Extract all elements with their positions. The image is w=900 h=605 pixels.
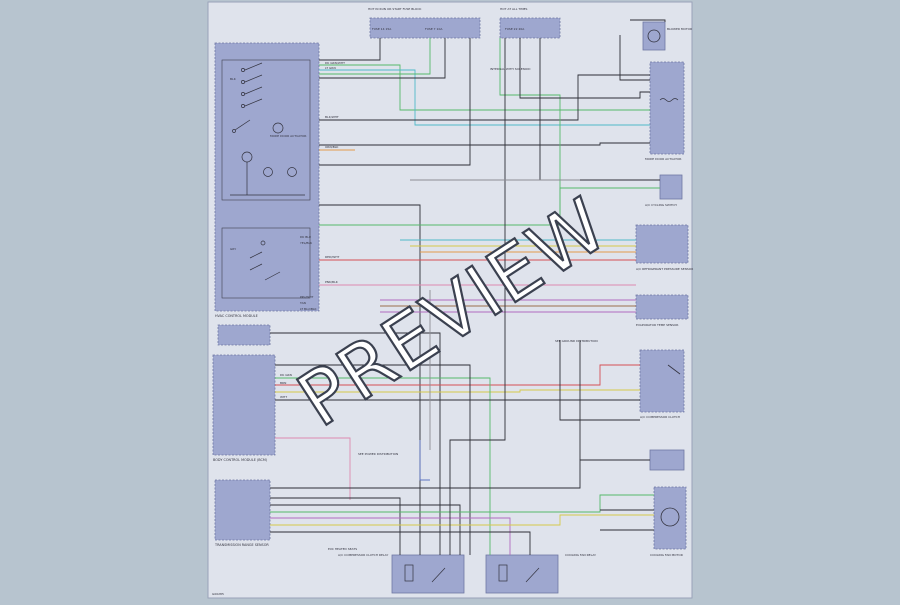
- ac-sensor-label: A/C REFRIGERANT PRESSURE SENSOR: [636, 267, 693, 271]
- top-label-fuse-a: FUSE 14 15A: [372, 27, 392, 31]
- wire-label-w1: DK GRN/WHT: [325, 61, 345, 65]
- wire-3: [319, 69, 650, 126]
- switch-symbols: [230, 62, 305, 281]
- main-module-switch-block: [221, 59, 311, 201]
- wire-46: [559, 340, 640, 421]
- wire-45: [419, 440, 430, 481]
- compressor-switch: [667, 364, 681, 375]
- trans-module-label: TRANSMISSION RANGE SENSOR: [214, 543, 269, 547]
- body-module-label: BODY CONTROL MODULE (BCM): [213, 458, 268, 462]
- evap-sensor-label: EVAPORATOR TEMP SENSOR: [636, 323, 678, 327]
- fan-motor-label: COOLING FAN MOTOR: [650, 553, 683, 557]
- top-label-fuse-c: FUSE 22 20A: [505, 27, 525, 31]
- wire-43: [619, 35, 650, 81]
- wire-10: [319, 204, 421, 555]
- wire-label-w13: BRN: [280, 381, 286, 385]
- top-connector-left: [369, 17, 481, 39]
- wire-30: [270, 494, 654, 513]
- wire-38: [519, 38, 650, 99]
- blower-motor-label: BLOWER MOTOR: [667, 27, 692, 31]
- relay-left-label: A/C COMPRESSOR CLUTCH RELAY: [338, 553, 388, 557]
- wire-label-w6: DK BLU: [300, 235, 311, 239]
- fan-motor-box: [653, 486, 687, 550]
- wire-label-w16: WHT: [280, 395, 287, 399]
- wire-28: [270, 497, 401, 555]
- wire-label-w4: ORN/BLK: [325, 145, 339, 149]
- ac-switch-label: A/C CYCLING SWITCH: [645, 203, 677, 207]
- wire-26: [275, 437, 351, 500]
- page-code: G00285: [212, 592, 224, 596]
- ac-sensor-box: [635, 224, 689, 264]
- wire-label-w12: LT BLU/BLK: [300, 307, 318, 311]
- wire-7: [319, 142, 650, 146]
- wire-31: [270, 517, 511, 555]
- compressor-box: [639, 349, 685, 413]
- wire-label-w10: PPL/WHT: [300, 295, 314, 299]
- wire-2: [319, 64, 650, 111]
- wire-label-w8: RED/WHT: [325, 255, 340, 259]
- wire-label-w5: PNK/BLK: [325, 280, 339, 284]
- wire-label-w11: TAN: [299, 301, 306, 305]
- relay-right-label: COOLING FAN RELAY: [565, 553, 596, 557]
- top-label-fuse-block: HOT IN RUN OR START FUSE BLOCK: [368, 7, 422, 11]
- wire-25: [275, 364, 471, 555]
- aux-box: [217, 324, 271, 346]
- main-module-box: [214, 42, 320, 312]
- main-module-sub-c: GRY: [230, 247, 236, 251]
- relay-right-box: [485, 554, 559, 594]
- wire-6: [319, 74, 650, 121]
- wire-33: [270, 531, 531, 555]
- relay-left-box: [391, 554, 465, 594]
- wire-29: [270, 504, 461, 555]
- trans-module-box: [214, 479, 271, 541]
- wire-32: [270, 514, 654, 526]
- wire-23: [275, 377, 491, 555]
- wire-1: [319, 38, 381, 61]
- clutch-box: [649, 449, 685, 471]
- mode-door-box: [649, 61, 685, 155]
- relay-contacts: [404, 564, 540, 583]
- ac-switch-box: [659, 174, 683, 200]
- mode-door-coil: [659, 98, 679, 102]
- main-module-label: HVAC CONTROL MODULE: [215, 314, 258, 318]
- body-module-box: [212, 354, 276, 456]
- main-module-sub-a: BLK: [230, 77, 237, 81]
- main-module-sub-b: MODE DOOR ACTUATOR: [270, 134, 306, 138]
- evap-sensor-box: [635, 294, 689, 320]
- wire-4: [319, 38, 431, 75]
- note-power: SEE POWER DISTRIBUTION: [358, 452, 398, 456]
- main-module-lower-block: [221, 227, 311, 299]
- top-connector-right: [499, 17, 561, 39]
- top-label-fuse-b: FUSE 7 10A: [425, 27, 443, 31]
- mode-door-label: MODE DOOR ACTUATOR: [645, 157, 681, 161]
- blower-motor-symbol: [647, 29, 661, 43]
- top-label-power: HOT AT ALL TIMES: [500, 7, 528, 11]
- wire-21: [275, 364, 640, 386]
- fan-motor-symbol: [660, 507, 680, 527]
- wire-label-w15: DK GRN: [280, 373, 292, 377]
- wire-label-w7: YEL/BLK: [300, 241, 313, 245]
- compressor-label: A/C COMPRESSOR CLUTCH: [640, 415, 680, 419]
- wire-5: [319, 38, 446, 79]
- wire-20: [270, 332, 441, 555]
- wire-8: [319, 38, 471, 166]
- wire-44: [630, 19, 666, 22]
- wire-36: [499, 38, 561, 225]
- wire-37: [449, 38, 506, 555]
- note-internal: INTERNAL WITH SOLENOID: [490, 67, 531, 71]
- wire-label-w2: LT GRN: [325, 66, 336, 70]
- wire-label-w3: BLK/WHT: [325, 115, 339, 119]
- note-heated: EXC HEATED SEATS: [328, 547, 357, 551]
- blower-motor-box: [642, 21, 666, 51]
- note-ground: SEE GROUND DISTRIBUTION: [555, 339, 598, 343]
- wire-27: [270, 459, 650, 489]
